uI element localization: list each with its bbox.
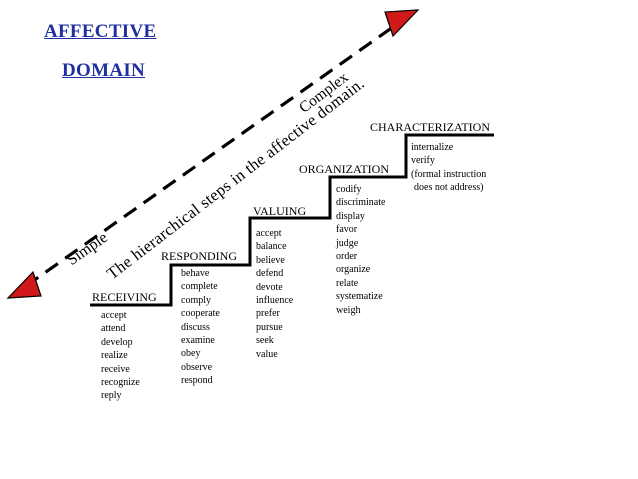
verb-item: discriminate bbox=[336, 197, 386, 209]
arrow-head-left bbox=[6, 270, 42, 299]
verb-item: codify bbox=[336, 184, 362, 195]
verb-item: seek bbox=[256, 335, 274, 347]
verb-item: prefer bbox=[256, 308, 280, 320]
verb-item: influence bbox=[256, 295, 294, 307]
verb-item: accept bbox=[101, 310, 127, 321]
verb-item: discuss bbox=[181, 321, 210, 333]
verb-item: favor bbox=[336, 224, 358, 236]
verb-item: realize bbox=[101, 350, 128, 362]
verb-item: cooperate bbox=[181, 308, 220, 320]
verb-item: judge bbox=[336, 237, 359, 249]
title-line-2: DOMAIN bbox=[62, 60, 146, 81]
verb-item: defend bbox=[256, 268, 284, 280]
verb-item: organize bbox=[336, 264, 371, 276]
verb-item: comply bbox=[181, 294, 211, 306]
verb-item: recognize bbox=[101, 377, 140, 389]
verb-item: does not address) bbox=[414, 182, 484, 194]
verb-item: display bbox=[336, 210, 365, 222]
verb-item: complete bbox=[181, 281, 218, 293]
verb-item: (formal instruction bbox=[411, 168, 487, 180]
level-responding-label: RESPONDING bbox=[161, 249, 238, 263]
verb-item: respond bbox=[181, 375, 213, 387]
verb-item: internalize bbox=[411, 142, 454, 153]
organization-verb-list: codify discriminate display favor judge … bbox=[336, 183, 385, 317]
verb-item: accept bbox=[256, 228, 282, 239]
verb-item: order bbox=[336, 251, 358, 263]
verb-item: relate bbox=[336, 277, 359, 289]
verb-item: observe bbox=[181, 361, 213, 373]
verb-item: pursue bbox=[256, 321, 283, 333]
characterization-verb-list: internalize verify (formal instruction d… bbox=[411, 141, 486, 195]
staircase-line bbox=[90, 133, 494, 307]
verb-item: reply bbox=[101, 390, 122, 402]
verb-item: weigh bbox=[336, 304, 361, 316]
verb-item: verify bbox=[411, 155, 435, 167]
level-receiving-label: RECEIVING bbox=[92, 290, 157, 304]
verb-item: obey bbox=[181, 348, 201, 360]
verb-item: believe bbox=[256, 254, 285, 266]
receiving-verb-list: accept attend develop realize receive re… bbox=[101, 309, 140, 403]
dashed-arrow-line bbox=[25, 20, 401, 288]
responding-verb-list: behave complete comply cooperate discuss… bbox=[181, 267, 220, 388]
level-organization-label: ORGANIZATION bbox=[299, 162, 389, 176]
verb-item: develop bbox=[101, 336, 133, 348]
verb-item: receive bbox=[101, 363, 130, 375]
verb-item: devote bbox=[256, 281, 283, 293]
level-characterization-label: CHARACTERIZATION bbox=[370, 120, 490, 134]
arrow-head-right bbox=[384, 9, 420, 38]
verb-item: behave bbox=[181, 268, 210, 279]
title-line-1: AFFECTIVE bbox=[44, 21, 157, 42]
verb-item: examine bbox=[181, 335, 215, 347]
valuing-verb-list: accept balance believe defend devote inf… bbox=[256, 227, 293, 361]
verb-item: value bbox=[256, 348, 278, 360]
verb-item: systematize bbox=[336, 291, 383, 303]
verb-item: balance bbox=[256, 241, 287, 253]
verb-item: attend bbox=[101, 323, 126, 335]
level-valuing-label: VALUING bbox=[253, 204, 307, 218]
